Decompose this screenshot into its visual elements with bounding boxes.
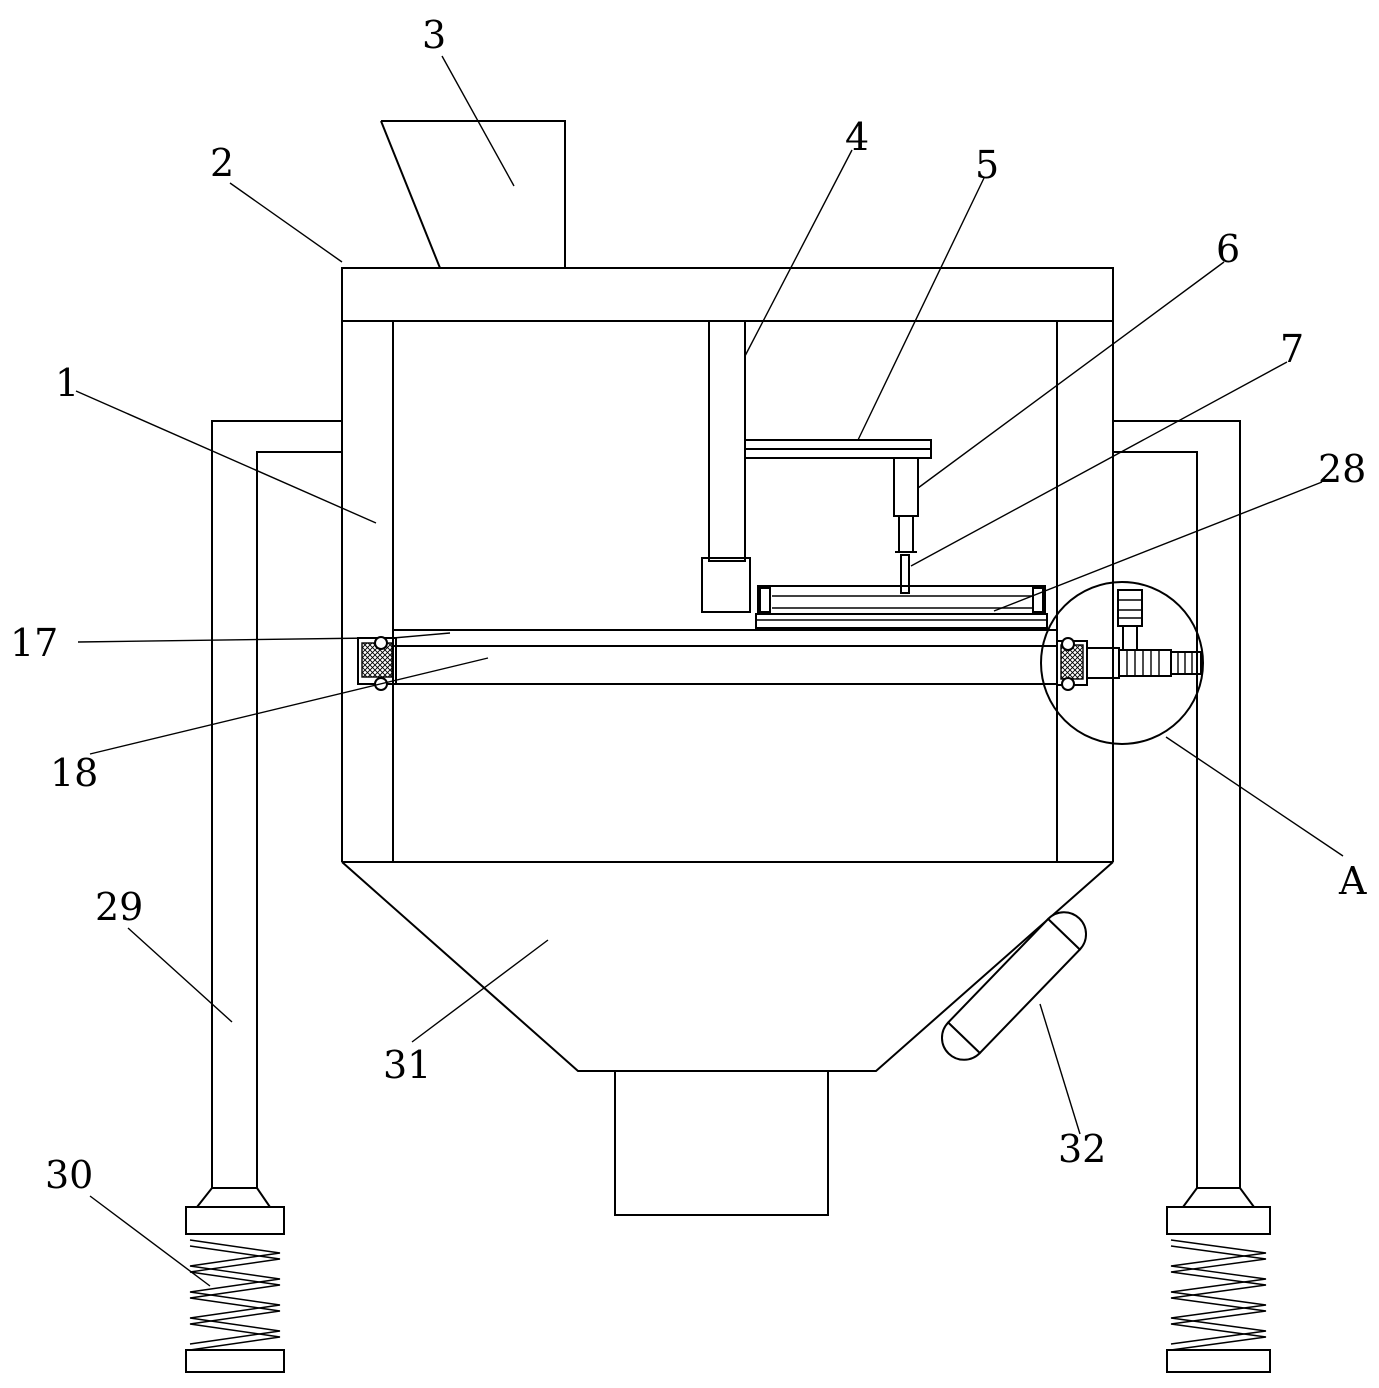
label-7: 7 xyxy=(1280,327,1304,371)
feed-hopper xyxy=(380,120,566,269)
right-support-leg xyxy=(1113,420,1241,1188)
leader-3 xyxy=(441,55,515,187)
leader-4 xyxy=(744,149,853,357)
horizontal-arm xyxy=(744,439,932,459)
leader-18 xyxy=(89,657,489,755)
cylinder-column xyxy=(701,320,751,613)
main-body xyxy=(341,267,1114,863)
leader-2 xyxy=(229,182,343,263)
left-support-leg xyxy=(211,420,342,1188)
push-rod xyxy=(893,457,919,594)
label-4: 4 xyxy=(845,115,869,159)
leader-32 xyxy=(1039,1003,1081,1135)
top-cover xyxy=(341,267,1114,322)
label-A: A xyxy=(1338,859,1367,903)
label-17: 17 xyxy=(10,621,58,665)
leader-17 xyxy=(77,637,373,643)
leader-6 xyxy=(917,261,1225,489)
label-29: 29 xyxy=(95,885,143,929)
leader-A xyxy=(1165,736,1344,857)
label-28: 28 xyxy=(1318,447,1366,491)
discharge-outlet xyxy=(614,1070,829,1216)
leader-lines xyxy=(75,55,1344,1287)
right-bearing-assembly xyxy=(1056,637,1088,691)
leader-30 xyxy=(89,1195,211,1287)
label-32: 32 xyxy=(1058,1127,1106,1171)
label-2: 2 xyxy=(210,141,234,185)
label-18: 18 xyxy=(50,751,98,795)
detail-circle-a xyxy=(1040,581,1204,745)
left-spring-foot xyxy=(185,1187,285,1373)
leader-5 xyxy=(857,177,985,441)
label-30: 30 xyxy=(45,1153,93,1197)
leader-28 xyxy=(993,481,1323,612)
leader-31 xyxy=(411,939,549,1043)
label-3: 3 xyxy=(422,13,446,57)
label-1: 1 xyxy=(55,361,79,405)
leader-7 xyxy=(910,361,1288,567)
leader-29 xyxy=(127,927,233,1023)
label-6: 6 xyxy=(1216,227,1240,271)
label-31: 31 xyxy=(383,1043,431,1087)
right-spring-foot xyxy=(1166,1187,1271,1373)
leader-1 xyxy=(75,390,377,524)
slide-frame xyxy=(755,585,1048,629)
left-bearing-assembly xyxy=(357,632,451,691)
reference-labels: 1 2 3 4 5 6 7 28 17 18 A 29 31 32 30 xyxy=(10,13,1367,1197)
right-valve xyxy=(1086,589,1202,679)
conical-bottom xyxy=(341,861,1114,1216)
label-5: 5 xyxy=(975,143,999,187)
vibration-motor xyxy=(941,911,1087,1061)
